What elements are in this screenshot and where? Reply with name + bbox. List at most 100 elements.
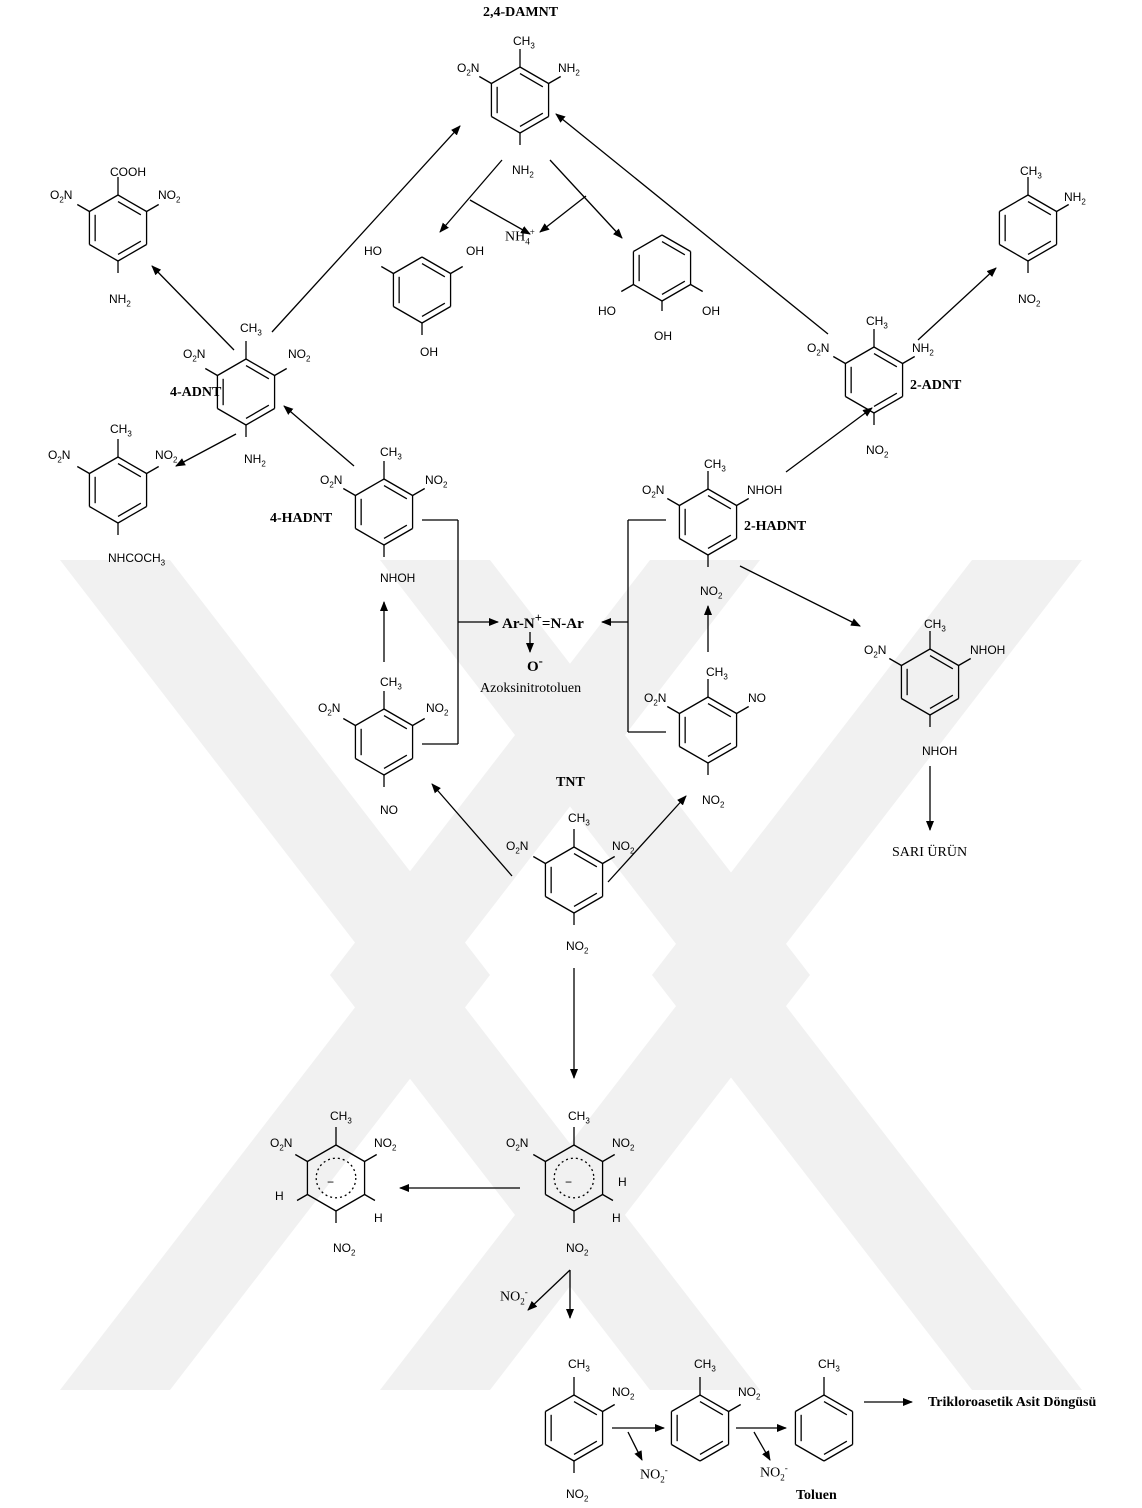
pyro-oh-left: HO xyxy=(598,304,616,318)
hadnt2-methyl: CH3 xyxy=(704,457,726,474)
pyrogallol-double-bond xyxy=(661,280,686,295)
damnt-amino-2: NH2 xyxy=(558,61,580,78)
adnt4-ring-bond xyxy=(245,407,275,426)
mh1-nitro-bottom: NO2 xyxy=(566,1241,589,1258)
phloroglucinol-double-bond xyxy=(421,263,446,278)
dihydroxylamino-ring xyxy=(888,631,972,727)
nitroaniline-ring-bond xyxy=(999,243,1029,262)
meisenheimer2-substituent-bond xyxy=(296,1193,308,1202)
ont-methyl: CH3 xyxy=(694,1357,716,1374)
adnt2-ring-bond xyxy=(873,346,903,365)
acid-substituent-bond xyxy=(146,203,160,213)
dnt24-ring-bond xyxy=(545,1394,575,1413)
nitrite-b: NO2- xyxy=(760,1463,788,1483)
phloro-oh-left: HO xyxy=(364,244,382,258)
arrow-damnt-to-phloroglucinol xyxy=(439,159,503,233)
nitroso2-nitro: O2N xyxy=(644,691,667,708)
nitroaniline-nitro: NO2 xyxy=(1018,292,1041,309)
mh1-charge: − xyxy=(565,1175,573,1189)
compound-name-4-hadnt: 4-HADNT xyxy=(270,511,333,526)
nitroso4-ring xyxy=(342,691,426,787)
toluene-ring-bond xyxy=(795,1394,825,1413)
pyrogallol-substituent-bond xyxy=(690,283,704,293)
meisenheimer1-delocalized-ring xyxy=(553,1157,595,1199)
ont-substituent-bond xyxy=(728,1403,742,1413)
phloroglucinol-ring-bond xyxy=(421,305,451,324)
compound-name-tnt: TNT xyxy=(556,775,585,790)
nitroso2-double-bond xyxy=(707,742,732,757)
meisenheimer2-ring-bond xyxy=(335,1193,365,1212)
hadnt2-nitro: O2N xyxy=(642,483,665,500)
acid-double-bond xyxy=(117,201,142,216)
nitrite-release: NO2- xyxy=(500,1287,528,1307)
damnt-substituent-bond xyxy=(548,75,562,85)
acid-ring-bond xyxy=(89,243,119,262)
mh2-charge: − xyxy=(327,1175,335,1189)
tnt-ring xyxy=(532,829,616,925)
adnt2-double-bond xyxy=(873,353,898,368)
acid-amino: NH2 xyxy=(109,292,131,309)
arrow-tnt-to-nitroso2 xyxy=(607,795,687,883)
toluene-ring-bond xyxy=(823,1394,853,1413)
nitroaniline-ring-bond xyxy=(999,194,1029,213)
nitroso2-ring-bond xyxy=(679,696,709,715)
acid-carboxyl: COOH xyxy=(110,165,146,179)
adnt2-methyl: CH3 xyxy=(866,314,888,331)
mh1-methyl: CH3 xyxy=(568,1109,590,1126)
tnt-substituent-bond xyxy=(602,855,616,865)
hadnt2-ring-bond xyxy=(679,537,709,556)
dnt24-ring-bond xyxy=(573,1443,603,1462)
mh1-nitro-left: O2N xyxy=(506,1136,529,1153)
meisenheimer1-substituent-bond xyxy=(602,1153,616,1163)
hadnt4-ring-bond xyxy=(383,478,413,497)
damnt-nitro: O2N xyxy=(457,61,480,78)
azoxy-oxygen: O- xyxy=(527,654,543,675)
ont-double-bond xyxy=(699,1440,724,1455)
arrow-4adnt-to-acetamide xyxy=(175,433,237,467)
adnt4-ring xyxy=(204,341,288,437)
phloroglucinol-substituent-bond xyxy=(450,265,464,275)
pyro-oh-bottom: OH xyxy=(654,329,672,343)
tnt-nitro-2: O2N xyxy=(506,839,529,856)
meisenheimer2-ring-bond xyxy=(335,1144,365,1163)
acetamide-ring xyxy=(76,439,160,535)
dnt24-ring-bond xyxy=(545,1443,575,1462)
acetamide-substituent-bond xyxy=(146,465,160,475)
hadnt4-ring-bond xyxy=(383,527,413,546)
adnt4-ring-bond xyxy=(217,358,247,377)
acid-nitro-left: O2N xyxy=(50,188,73,205)
adnt4-substituent-bond xyxy=(274,367,288,377)
hadnt2-ring-bond xyxy=(679,488,709,507)
arrow-2adnt-to-damnt xyxy=(555,113,829,335)
acetamide-substituent-bond xyxy=(76,465,90,475)
acetamide-ring-bond xyxy=(117,505,147,524)
nitroaniline-amino: NH2 xyxy=(1064,190,1086,207)
dnt24-double-bond xyxy=(573,1401,598,1416)
nitroso4-ring-bond xyxy=(383,757,413,776)
damnt-double-bond xyxy=(519,73,544,88)
nitroaniline-substituent-bond xyxy=(1056,203,1070,213)
nitroso4-methyl: CH3 xyxy=(380,675,402,692)
acid-ring xyxy=(76,177,160,273)
toluene-ring xyxy=(794,1377,854,1462)
adnt2-ring xyxy=(832,329,916,425)
pyrogallol-ring-bond xyxy=(661,283,691,302)
nitroso2-ring-bond xyxy=(679,745,709,764)
mh2-nitro-right: NO2 xyxy=(374,1136,397,1153)
dihydroxylamino-ring-bond xyxy=(901,648,931,667)
nitroaniline-double-bond xyxy=(1027,240,1052,255)
dihydroxylamino-double-bond xyxy=(929,655,954,670)
nitroso2-methyl: CH3 xyxy=(706,665,728,682)
arrow-2hadnt-to-dihydroxylamino xyxy=(739,565,861,627)
pyrogallol-ring-bond xyxy=(661,234,691,253)
dnt24-ring-bond xyxy=(573,1394,603,1413)
hadnt4-nitro-left: O2N xyxy=(320,473,343,490)
adnt4-ring-bond xyxy=(245,358,275,377)
arrow-to-ammonium-right xyxy=(539,195,587,233)
nitroso4-nitro-left: O2N xyxy=(318,701,341,718)
adnt2-ring-bond xyxy=(845,346,875,365)
adnt2-substituent-bond xyxy=(832,355,846,365)
meisenheimer1-ring xyxy=(532,1127,616,1223)
nitroso4-ring-bond xyxy=(355,708,385,727)
mh1-hydrogen-a: H xyxy=(618,1175,627,1189)
